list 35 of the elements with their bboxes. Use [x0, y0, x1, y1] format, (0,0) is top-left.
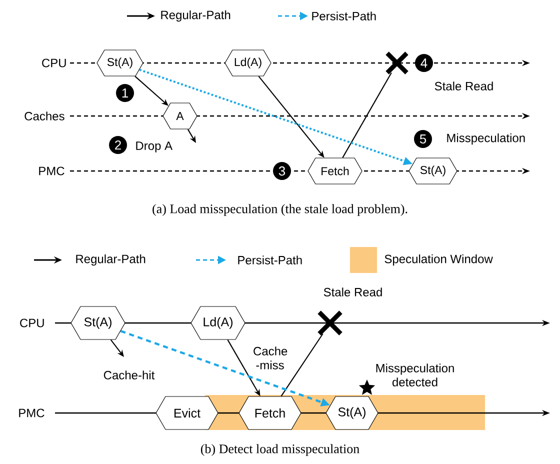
- hexagon-node: Ld(A): [190, 306, 246, 340]
- callout-number: 2: [109, 136, 127, 154]
- legend-label: Regular-Path: [161, 10, 230, 22]
- lane-label: PMC: [19, 408, 44, 418]
- caption: (b) Detect load misspeculation: [200, 444, 360, 456]
- edge-label: Cache-hit: [102, 370, 156, 380]
- hexagon-node: Fetch: [238, 396, 302, 430]
- cross-mark: [385, 51, 409, 75]
- hexagon-node: St(A): [70, 306, 126, 340]
- hexagon-node: St(A): [96, 50, 144, 76]
- callout-number: 5: [414, 130, 432, 148]
- hexagon-node: Ld(A): [224, 50, 272, 76]
- hexagon-node: A: [162, 102, 198, 130]
- annotation-text: Misspeculation: [447, 133, 525, 145]
- legend-label: Speculation Window: [384, 254, 493, 266]
- hexagon-node: St(A): [408, 158, 458, 184]
- edge-label: Cache -miss: [252, 346, 288, 370]
- lane-label: CPU: [20, 318, 44, 328]
- hexagon-node: Evict: [156, 396, 218, 430]
- lane-label: CPU: [42, 58, 66, 68]
- annotation-text: Misspeculation detected: [376, 364, 454, 386]
- lane-label: PMC: [39, 166, 64, 176]
- callout-number: 4: [415, 54, 433, 72]
- annotation-text: Stale Read: [324, 288, 382, 296]
- legend-label: Persist-Path: [312, 12, 376, 20]
- lane-label: Caches: [24, 112, 64, 120]
- callout-number: 1: [116, 84, 134, 102]
- hexagon-node: St(A): [326, 396, 378, 430]
- hexagon-node: Fetch: [308, 158, 362, 184]
- legend-label: Regular-Path: [76, 254, 146, 266]
- callout-number: 3: [273, 162, 291, 180]
- annotation-text: Drop A: [136, 142, 173, 152]
- legend-label: Persist-Path: [238, 256, 302, 264]
- caption: (a) Load misspeculation (the stale load problem).: [152, 204, 408, 216]
- annotation-text: Stale Read: [434, 82, 493, 90]
